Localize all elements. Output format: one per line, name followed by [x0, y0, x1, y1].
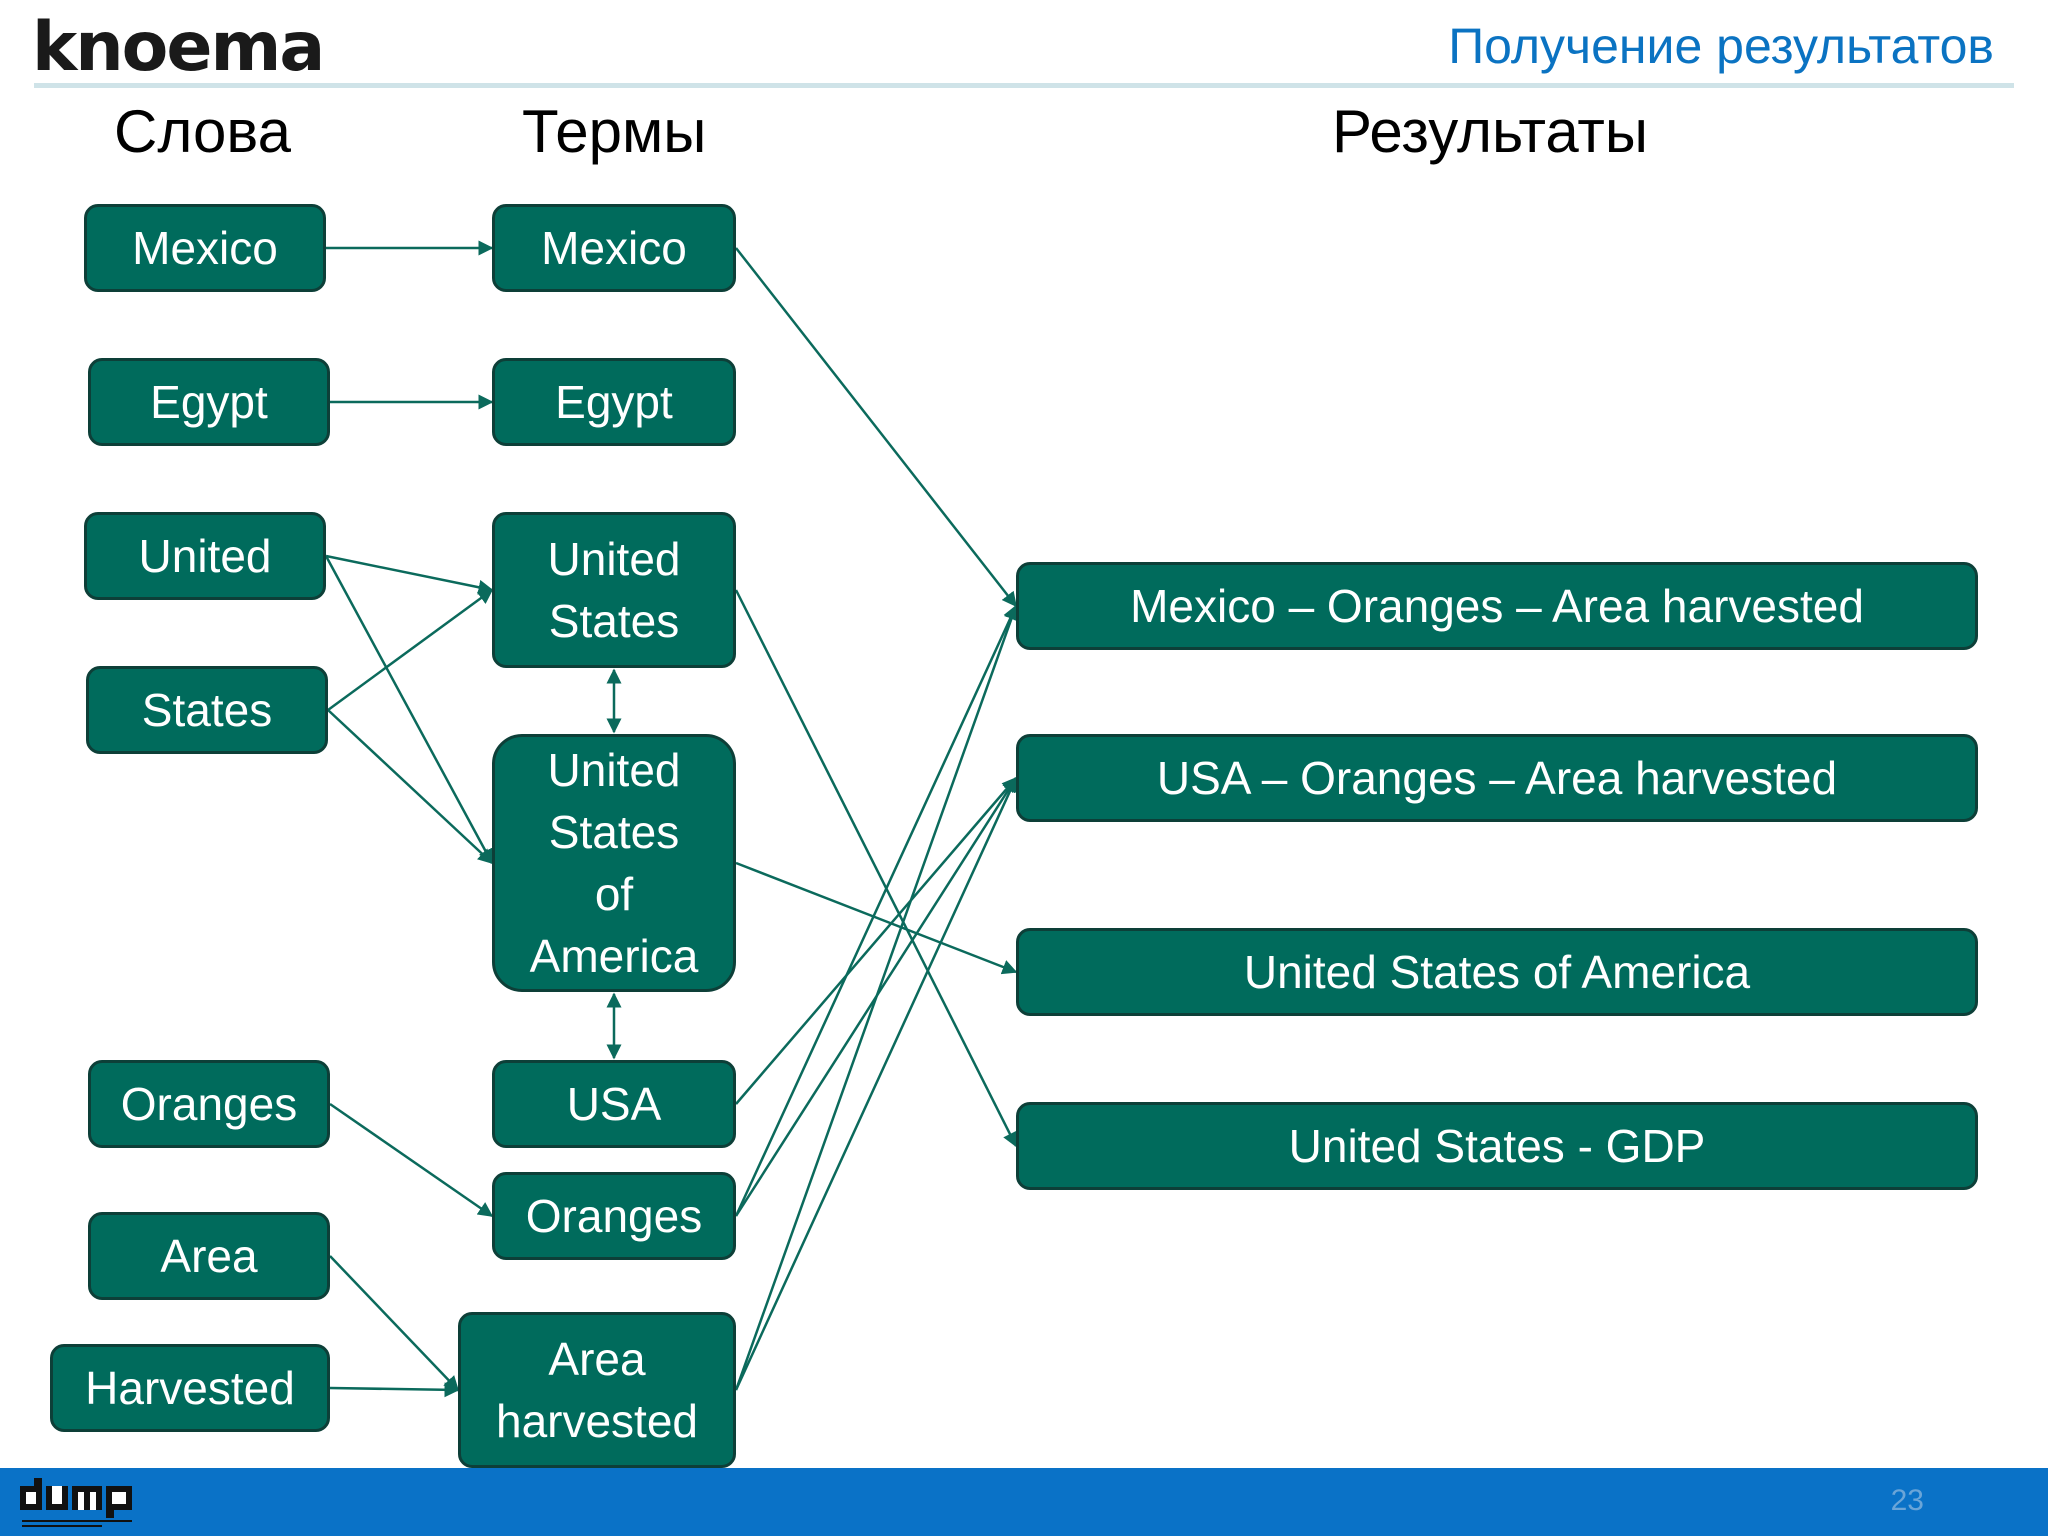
header-divider — [34, 83, 2014, 88]
term-box-area-harvested: Area harvested — [458, 1312, 736, 1468]
term-label: Oranges — [525, 1190, 703, 1242]
term-box-mexico: Mexico — [492, 204, 736, 292]
slide-number: 23 — [1890, 1484, 1924, 1517]
result-label: Mexico – Oranges – Area harvested — [1130, 580, 1864, 632]
result-label: USA – Oranges – Area harvested — [1156, 752, 1838, 804]
connector-w-united-to-t-us — [325, 554, 494, 595]
word-box-oranges: Oranges — [88, 1060, 330, 1148]
word-label: Harvested — [85, 1362, 295, 1414]
word-box-harvested: Harvested — [50, 1344, 330, 1432]
term-box-egypt: Egypt — [492, 358, 736, 446]
word-box-united: United — [84, 512, 326, 600]
word-label: Area — [160, 1230, 258, 1282]
connector-t-us-to-r-gdp — [734, 589, 1018, 1148]
word-label: Oranges — [120, 1078, 298, 1130]
connector-w-united-to-t-usoa — [324, 555, 494, 865]
connector-t-area-to-r-mexico — [734, 604, 1019, 1391]
result-box-united-states-of-america: United States of America — [1016, 928, 1978, 1016]
connector-w-area-to-t-area — [329, 1255, 460, 1392]
connector-w-harvested-to-t-area — [329, 1382, 460, 1398]
term-label-line: harvested — [495, 1395, 698, 1447]
result-box-usa-oranges: USA – Oranges – Area harvested — [1016, 734, 1978, 822]
connector-t-oranges-to-r-mexico — [734, 604, 1018, 1217]
connector-t-area-to-r-usa — [734, 776, 1018, 1391]
term-box-oranges: Oranges — [492, 1172, 736, 1260]
result-box-mexico-oranges: Mexico – Oranges – Area harvested — [1016, 562, 1978, 650]
term-label: Mexico — [541, 222, 687, 274]
term-box-united-states: United States — [492, 512, 736, 668]
term-label: Egypt — [555, 376, 673, 428]
connector-w-states-to-t-usoa — [327, 709, 494, 865]
words-column-heading: Слова — [114, 98, 291, 165]
term-label-line: America — [529, 930, 699, 982]
connector-w-states-to-t-us — [327, 588, 494, 712]
result-box-united-states-gdp: United States - GDP — [1016, 1102, 1978, 1190]
term-label-line: United — [547, 533, 681, 585]
results-column-heading: Результаты — [1332, 98, 1648, 165]
result-label: United States - GDP — [1288, 1120, 1706, 1172]
result-label: United States of America — [1243, 946, 1751, 998]
term-box-united-states-of-america: United States of America — [492, 734, 736, 992]
word-label: Mexico — [132, 222, 278, 274]
connector-t-mexico-to-r-mexico — [735, 247, 1017, 608]
word-box-mexico: Mexico — [84, 204, 326, 292]
term-label-line: States — [548, 806, 680, 858]
term-label-line: Area — [548, 1333, 646, 1385]
term-label: USA — [566, 1078, 662, 1130]
term-label-line: States — [548, 595, 680, 647]
terms-column-heading: Термы — [522, 98, 707, 165]
connector-w-oranges-to-t-oranges — [329, 1102, 494, 1218]
term-label-line: United — [547, 744, 681, 796]
footer-bar — [0, 1468, 2048, 1536]
word-box-egypt: Egypt — [88, 358, 330, 446]
connector-t-usoa-to-r-usoa — [735, 861, 1018, 975]
word-box-states: States — [86, 666, 328, 754]
term-label-line: of — [594, 868, 634, 920]
connector-t-usa-to-r-usa — [735, 776, 1017, 1105]
dump-logo — [20, 1478, 132, 1527]
term-box-usa: USA — [492, 1060, 736, 1148]
word-label: Egypt — [150, 376, 268, 428]
word-label: United — [138, 530, 272, 582]
word-label: States — [141, 684, 273, 736]
page-title: Получение результатов — [1448, 18, 1994, 74]
knoema-logo: knoema — [32, 8, 325, 87]
word-box-area: Area — [88, 1212, 330, 1300]
